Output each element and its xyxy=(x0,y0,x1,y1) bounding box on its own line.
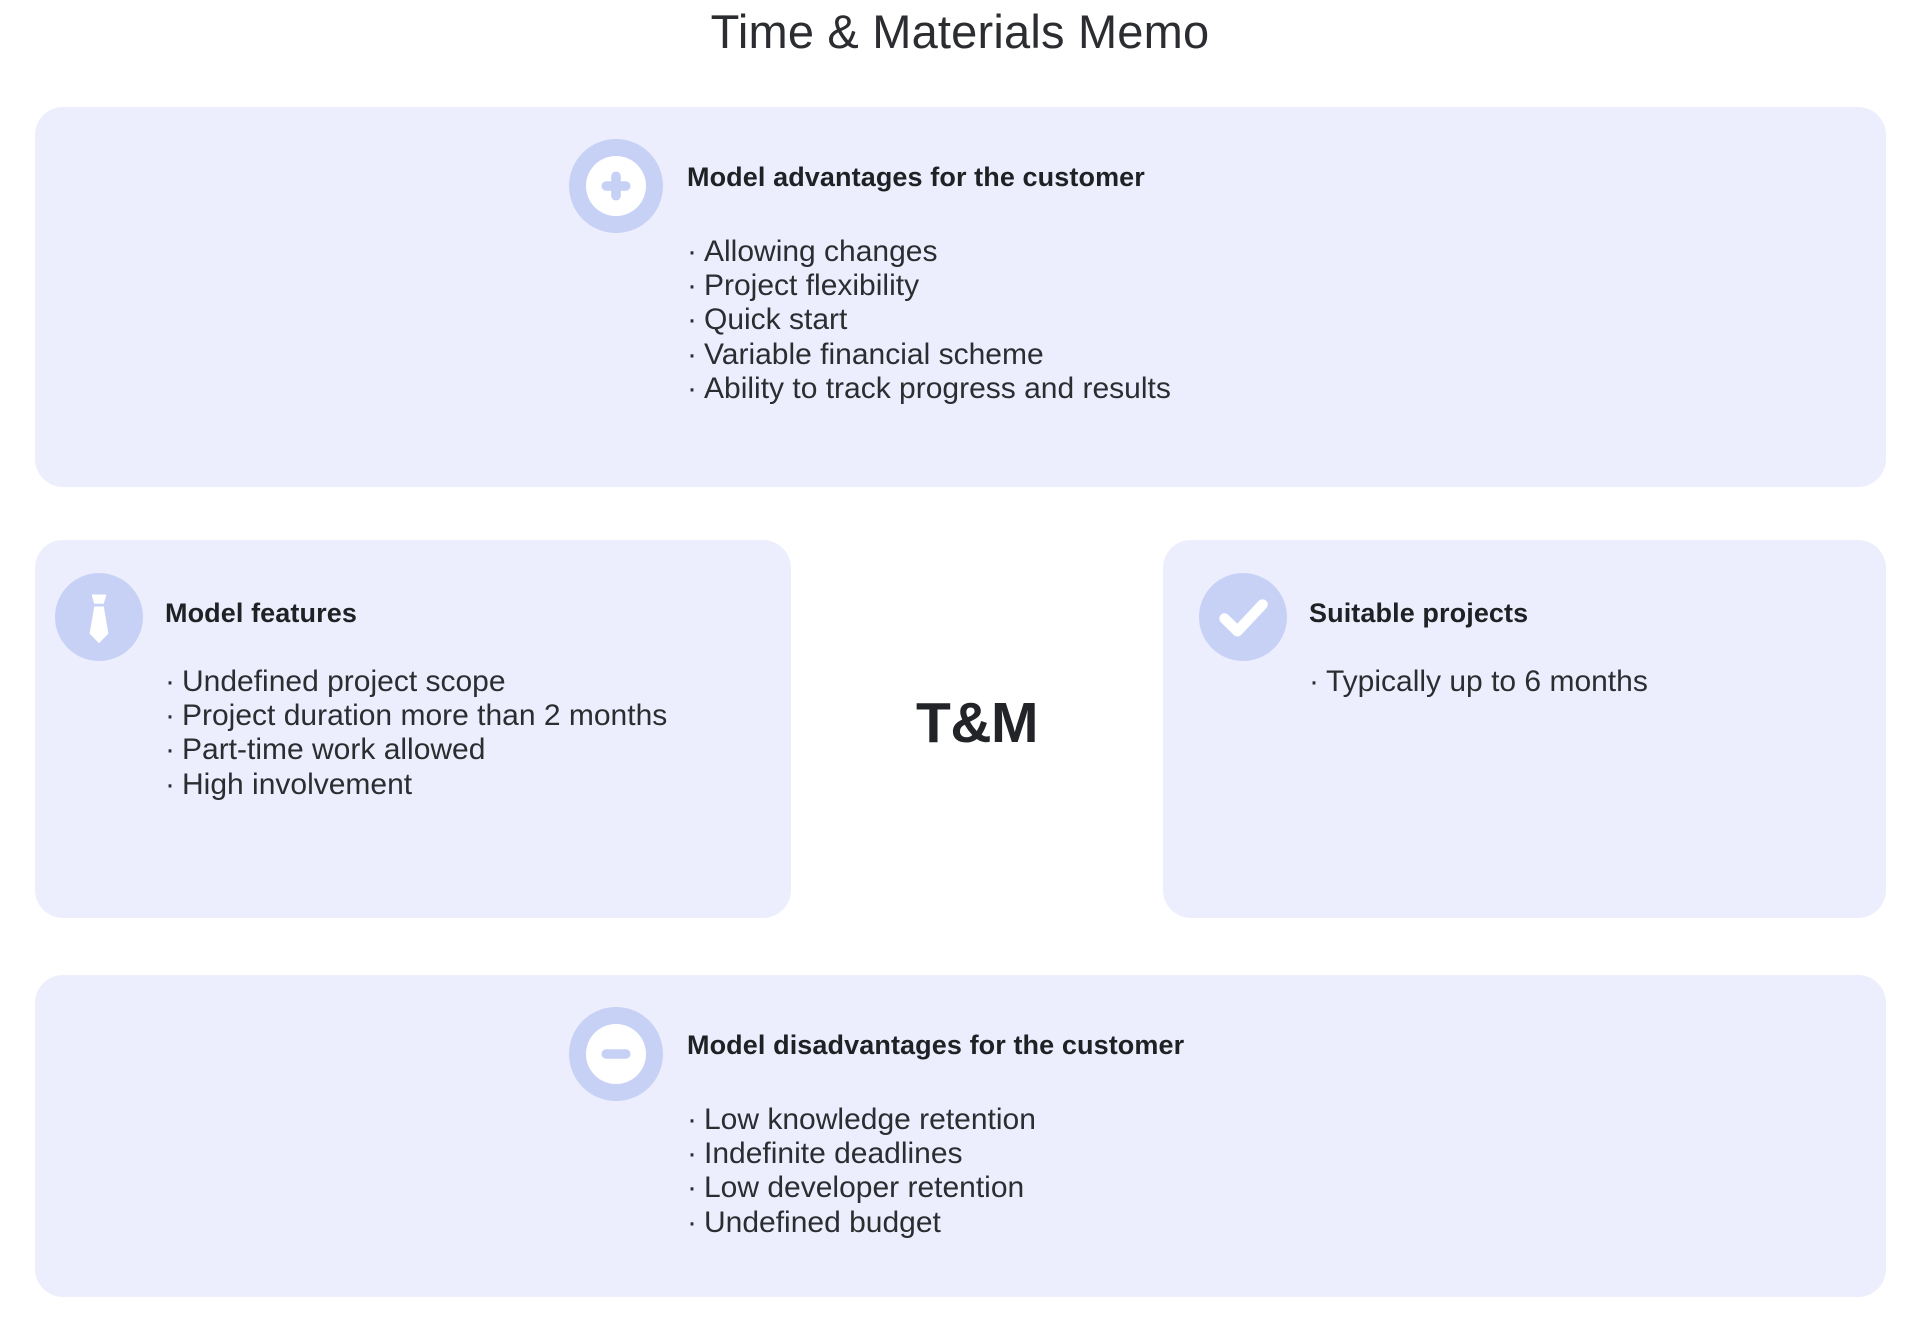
bullet-dot: · xyxy=(687,337,697,371)
plus-circle-icon xyxy=(569,139,663,233)
list-item-label: High involvement xyxy=(182,767,413,801)
list-item: ·High involvement xyxy=(165,768,791,802)
card-heading: Model advantages for the customer xyxy=(687,162,1145,192)
list-item-label: Quick start xyxy=(704,303,848,337)
card-model-disadvantages: Model disadvantages for the customer ·Lo… xyxy=(35,975,1886,1297)
card-heading: Suitable projects xyxy=(1309,598,1529,628)
card-model-advantages: Model advantages for the customer ·Allow… xyxy=(35,107,1886,487)
bullet-dot: · xyxy=(687,235,697,269)
features-bullet-list: ·Undefined project scope ·Project durati… xyxy=(165,665,791,801)
list-item: ·Indefinite deadlines xyxy=(687,1137,1886,1171)
list-item-label: Low knowledge retention xyxy=(704,1103,1036,1137)
page-title: Time & Materials Memo xyxy=(710,5,1210,58)
card-heading: Model features xyxy=(165,598,357,628)
list-item: ·Ability to track progress and results xyxy=(687,372,1886,406)
minus-circle-icon xyxy=(569,1007,663,1101)
list-item-label: Undefined budget xyxy=(704,1205,941,1239)
bullet-dot: · xyxy=(687,1103,697,1137)
list-item-label: Project flexibility xyxy=(704,269,920,303)
bullet-dot: · xyxy=(687,1171,697,1205)
advantages-bullet-list: ·Allowing changes ·Project flexibility ·… xyxy=(687,235,1886,405)
list-item-label: Typically up to 6 months xyxy=(1326,665,1648,699)
list-item: ·Part-time work allowed xyxy=(165,733,791,767)
list-item-label: Part-time work allowed xyxy=(182,733,486,767)
center-model-label: T&M xyxy=(916,691,1038,755)
list-item-label: Undefined project scope xyxy=(182,665,506,699)
list-item: ·Undefined project scope xyxy=(165,665,791,699)
list-item: ·Allowing changes xyxy=(687,235,1886,269)
list-item: ·Variable financial scheme xyxy=(687,338,1886,372)
list-item: ·Undefined budget xyxy=(687,1206,1886,1240)
list-item-label: Allowing changes xyxy=(704,235,938,269)
check-circle-icon xyxy=(1199,573,1287,661)
card-heading: Model disadvantages for the customer xyxy=(687,1030,1185,1060)
disadvantages-bullet-list: ·Low knowledge retention ·Indefinite dea… xyxy=(687,1103,1886,1239)
list-item: ·Project duration more than 2 months xyxy=(165,699,791,733)
bullet-dot: · xyxy=(687,371,697,405)
bullet-dot: · xyxy=(165,665,175,699)
bullet-dot: · xyxy=(165,767,175,801)
list-item: ·Quick start xyxy=(687,303,1886,337)
list-item: ·Typically up to 6 months xyxy=(1309,665,1886,699)
card-model-features: Model features ·Undefined project scope … xyxy=(35,540,791,918)
bullet-dot: · xyxy=(687,1137,697,1171)
bullet-dot: · xyxy=(687,1205,697,1239)
bullet-dot: · xyxy=(687,269,697,303)
list-item-label: Low developer retention xyxy=(704,1171,1025,1205)
necktie-icon xyxy=(55,573,143,661)
list-item: ·Project flexibility xyxy=(687,269,1886,303)
bullet-dot: · xyxy=(687,303,697,337)
list-item-label: Variable financial scheme xyxy=(704,337,1044,371)
list-item-label: Indefinite deadlines xyxy=(704,1137,963,1171)
bullet-dot: · xyxy=(1309,665,1319,699)
bullet-dot: · xyxy=(165,699,175,733)
list-item: ·Low developer retention xyxy=(687,1171,1886,1205)
suitable-bullet-list: ·Typically up to 6 months xyxy=(1309,665,1886,699)
bullet-dot: · xyxy=(165,733,175,767)
list-item-label: Ability to track progress and results xyxy=(704,371,1171,405)
list-item-label: Project duration more than 2 months xyxy=(182,699,668,733)
card-suitable-projects: Suitable projects ·Typically up to 6 mon… xyxy=(1163,540,1886,918)
list-item: ·Low knowledge retention xyxy=(687,1103,1886,1137)
